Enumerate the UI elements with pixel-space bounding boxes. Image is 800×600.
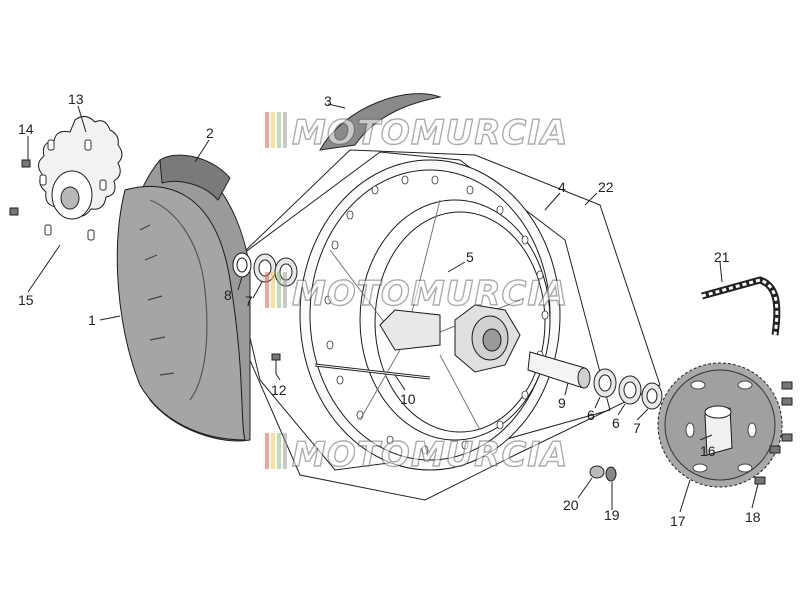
sprocket-bolt: [754, 381, 793, 485]
watermark-top: MOTOMURCIA: [265, 112, 568, 154]
callout-13: 13: [68, 91, 84, 107]
assembly-outline-22: [214, 149, 661, 501]
spacer-8: [232, 252, 252, 278]
callout-1: 1: [88, 312, 96, 328]
callout-2: 2: [206, 125, 214, 141]
watermark-middle: MOTOMURCIA: [265, 272, 568, 315]
bearing-6-right-b: [618, 375, 642, 405]
svg-text:MOTOMURCIA: MOTOMURCIA: [292, 435, 568, 475]
rim-strip: [319, 93, 442, 151]
callout-4: 4: [558, 179, 566, 195]
callout-6-b: 6: [612, 415, 620, 431]
tyre: [116, 158, 251, 442]
wheel-axle: [314, 363, 431, 380]
callout-20: 20: [563, 497, 579, 513]
callout-12: 12: [271, 382, 287, 398]
callout-8: 8: [224, 287, 232, 303]
callout-7-left: 7: [245, 293, 253, 309]
callout-3: 3: [324, 93, 332, 109]
callout-19: 19: [604, 507, 620, 523]
drive-chain: [701, 276, 781, 336]
callout-10: 10: [400, 391, 416, 407]
callout-17: 17: [670, 513, 686, 529]
nut-20: [589, 465, 605, 479]
bearing-6-right-a: [593, 368, 617, 398]
sprocket-hub-16: [704, 405, 733, 456]
callout-7-right: 7: [633, 420, 641, 436]
callout-9: 9: [558, 395, 566, 411]
callout-16: 16: [700, 443, 716, 459]
callout-22: 22: [598, 179, 614, 195]
svg-text:MOTOMURCIA: MOTOMURCIA: [292, 113, 568, 153]
bearing-7-right: [641, 382, 663, 410]
svg-text:MOTOMURCIA: MOTOMURCIA: [292, 274, 568, 314]
leader-lines: [27, 103, 759, 513]
callout-14: 14: [18, 121, 34, 137]
wheel-hub: [329, 199, 521, 431]
screw-12: [271, 353, 281, 374]
disc-bolt: [9, 159, 31, 216]
axle-spacer-9: [527, 351, 591, 389]
callout-18: 18: [745, 509, 761, 525]
brake-disc: [38, 116, 123, 241]
callout-21: 21: [714, 249, 730, 265]
callout-5: 5: [466, 249, 474, 265]
watermark-bottom: MOTOMURCIA: [265, 433, 568, 476]
callout-15: 15: [18, 292, 34, 308]
assembly-outline-4: [231, 151, 611, 471]
callout-6-a: 6: [587, 407, 595, 423]
washer-19: [605, 466, 617, 482]
rim-band: [159, 154, 231, 201]
